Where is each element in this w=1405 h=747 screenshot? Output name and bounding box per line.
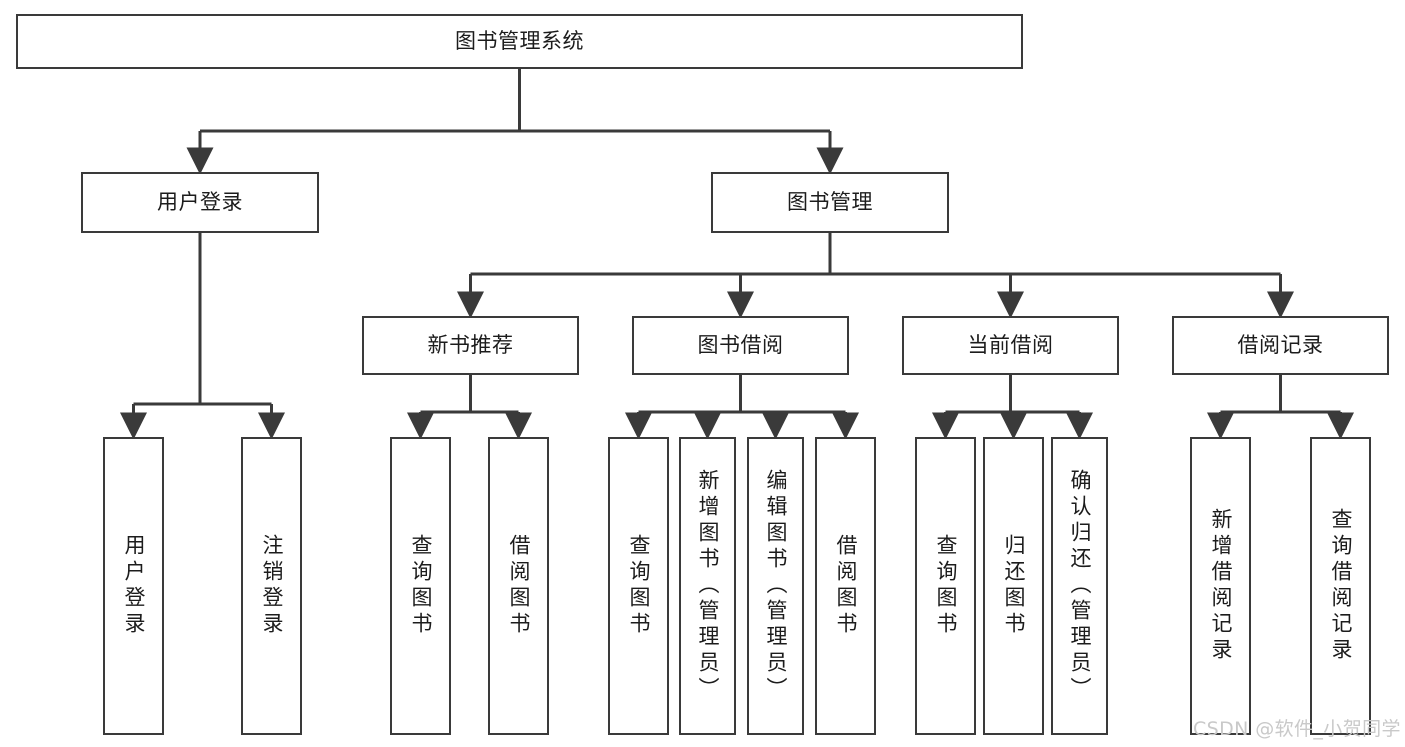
node-leaf-query-book-rec[interactable]: 查询图书 — [390, 437, 451, 735]
csdn-watermark: CSDN @软件_小贺同学 — [1193, 718, 1401, 740]
node-label: 用户登录 — [157, 189, 243, 214]
node-label: 注销登录 — [260, 534, 284, 638]
node-label: 借阅图书 — [834, 534, 858, 638]
node-leaf-user-login[interactable]: 用户登录 — [103, 437, 164, 735]
node-leaf-borrow-book-rec[interactable]: 借阅图书 — [488, 437, 549, 735]
node-leaf-confirm-return[interactable]: 确认归还（管理员） — [1051, 437, 1108, 735]
node-label: 编辑图书（管理员） — [764, 469, 788, 703]
node-leaf-add-record[interactable]: 新增借阅记录 — [1190, 437, 1251, 735]
node-label: 用户登录 — [122, 534, 146, 638]
node-book-manage[interactable]: 图书管理 — [711, 172, 949, 233]
node-label: 查询图书 — [934, 534, 958, 638]
node-user-login[interactable]: 用户登录 — [81, 172, 319, 233]
node-label: 新增图书（管理员） — [696, 469, 720, 703]
node-label: 确认归还（管理员） — [1068, 469, 1092, 703]
node-current-borrow[interactable]: 当前借阅 — [902, 316, 1119, 375]
node-leaf-query-record[interactable]: 查询借阅记录 — [1310, 437, 1371, 735]
node-label: 借阅记录 — [1237, 332, 1324, 357]
node-label: 图书管理 — [787, 189, 873, 214]
node-label: 查询图书 — [627, 534, 651, 638]
node-leaf-edit-book-admin[interactable]: 编辑图书（管理员） — [747, 437, 804, 735]
node-label: 当前借阅 — [967, 332, 1054, 357]
node-label: 新增借阅记录 — [1209, 508, 1233, 664]
node-label: 查询借阅记录 — [1329, 508, 1353, 664]
node-label: 查询图书 — [409, 534, 433, 638]
node-label: 新书推荐 — [427, 332, 514, 357]
node-leaf-return-book[interactable]: 归还图书 — [983, 437, 1044, 735]
node-label: 借阅图书 — [507, 534, 531, 638]
node-leaf-query-book-cur[interactable]: 查询图书 — [915, 437, 976, 735]
node-label: 归还图书 — [1002, 534, 1026, 638]
node-leaf-query-book-bor[interactable]: 查询图书 — [608, 437, 669, 735]
node-label: 图书管理系统 — [455, 28, 584, 53]
node-leaf-user-logout[interactable]: 注销登录 — [241, 437, 302, 735]
node-root[interactable]: 图书管理系统 — [16, 14, 1023, 69]
node-leaf-add-book-admin[interactable]: 新增图书（管理员） — [679, 437, 736, 735]
node-leaf-borrow-book-bor[interactable]: 借阅图书 — [815, 437, 876, 735]
node-book-borrow[interactable]: 图书借阅 — [632, 316, 849, 375]
node-label: 图书借阅 — [697, 332, 784, 357]
node-borrow-records[interactable]: 借阅记录 — [1172, 316, 1389, 375]
node-new-book-rec[interactable]: 新书推荐 — [362, 316, 579, 375]
